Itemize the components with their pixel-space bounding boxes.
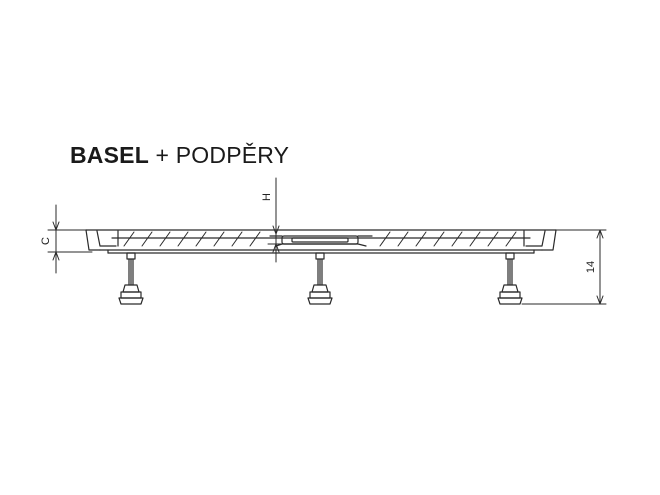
- support-foot-right: [497, 252, 523, 305]
- tray-section-hatching: [123, 231, 517, 247]
- dimension-h: [267, 177, 285, 263]
- dimension-c-label: C: [40, 237, 52, 245]
- dimension-14: [521, 229, 607, 305]
- dimension-c: [47, 204, 93, 274]
- title-accessory: PODPĚRY: [175, 142, 290, 168]
- title-connector: +: [148, 142, 176, 168]
- support-foot-center: [307, 252, 333, 305]
- support-foot-left: [118, 252, 144, 305]
- title-model: BASEL: [70, 142, 149, 168]
- dimension-h-label: H: [261, 193, 273, 201]
- drawing-title: BASEL + PODPĚRY: [70, 142, 289, 169]
- dimension-14-label: 14: [585, 261, 597, 273]
